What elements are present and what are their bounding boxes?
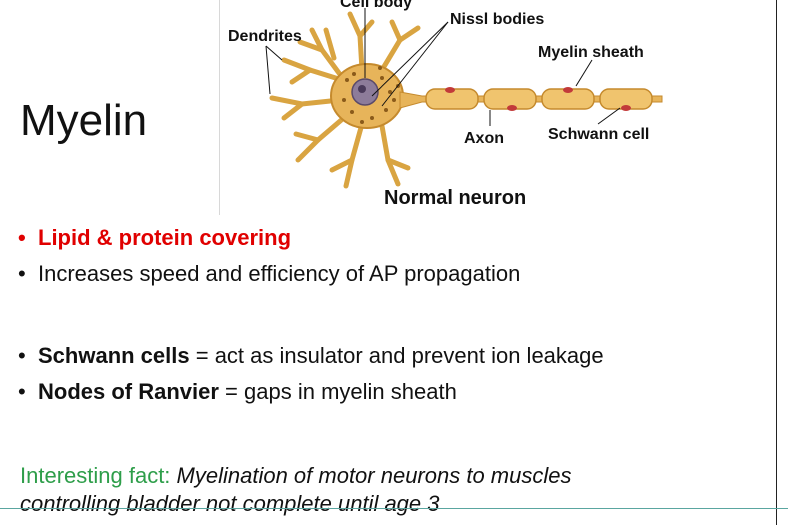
fact-label: Interesting fact: bbox=[20, 463, 177, 488]
slide-title: Myelin bbox=[20, 96, 148, 145]
nissl-bodies-drawing bbox=[342, 66, 400, 124]
label-axon: Axon bbox=[464, 130, 504, 147]
neuron-illustration bbox=[265, 8, 663, 189]
bullet-dot-icon: • bbox=[18, 379, 26, 404]
interesting-fact: Interesting fact: Myelination of motor n… bbox=[20, 462, 572, 518]
label-nissl-bodies: Nissl bodies bbox=[450, 11, 545, 28]
bullet-item: • Lipid & protein covering bbox=[18, 220, 520, 256]
leader-lines bbox=[265, 8, 621, 126]
bullet-list-properties: • Lipid & protein covering • Increases spe… bbox=[18, 220, 520, 292]
myelin-sheath-drawing bbox=[425, 88, 653, 110]
label-schwann-cell: Schwann cell bbox=[548, 126, 650, 143]
bullet-text: Increases speed and efficiency of AP pro… bbox=[38, 261, 521, 286]
neuron-figure: Cell body Dendrites Nissl bodies Myelin … bbox=[222, 0, 678, 215]
bullet-dot-icon: • bbox=[18, 343, 26, 368]
fact-line2: controlling bladder not complete until a… bbox=[20, 491, 440, 516]
fact-line1: Myelination of motor neurons to muscles bbox=[176, 463, 572, 488]
bullet-term: Schwann cells bbox=[38, 343, 190, 368]
label-cell-body: Cell body bbox=[340, 0, 413, 11]
bullet-text: Lipid & protein covering bbox=[38, 225, 292, 250]
slide-right-border bbox=[776, 0, 777, 525]
figure-caption: Normal neuron bbox=[384, 187, 527, 209]
bullet-item: • Increases speed and efficiency of AP pr… bbox=[18, 256, 520, 292]
dendrites-drawing bbox=[269, 11, 421, 189]
bullet-item: • Schwann cells = act as insulator and pr… bbox=[18, 338, 604, 374]
footer-rule bbox=[0, 508, 788, 509]
bullet-dot-icon: • bbox=[18, 225, 26, 250]
bullet-item: • Nodes of Ranvier = gaps in myelin sheat… bbox=[18, 374, 604, 410]
bullet-term: Nodes of Ranvier bbox=[38, 379, 219, 404]
title-figure-divider bbox=[219, 0, 220, 215]
label-myelin-sheath: Myelin sheath bbox=[538, 44, 644, 61]
bullet-definition: = gaps in myelin sheath bbox=[218, 379, 457, 404]
bullet-list-structures: • Schwann cells = act as insulator and pr… bbox=[18, 338, 604, 410]
schwann-nuclei-drawing bbox=[445, 87, 631, 111]
label-dendrites: Dendrites bbox=[228, 28, 302, 45]
bullet-dot-icon: • bbox=[18, 261, 26, 286]
bullet-definition: = act as insulator and prevent ion leaka… bbox=[189, 343, 604, 368]
nucleus-drawing bbox=[351, 78, 379, 106]
